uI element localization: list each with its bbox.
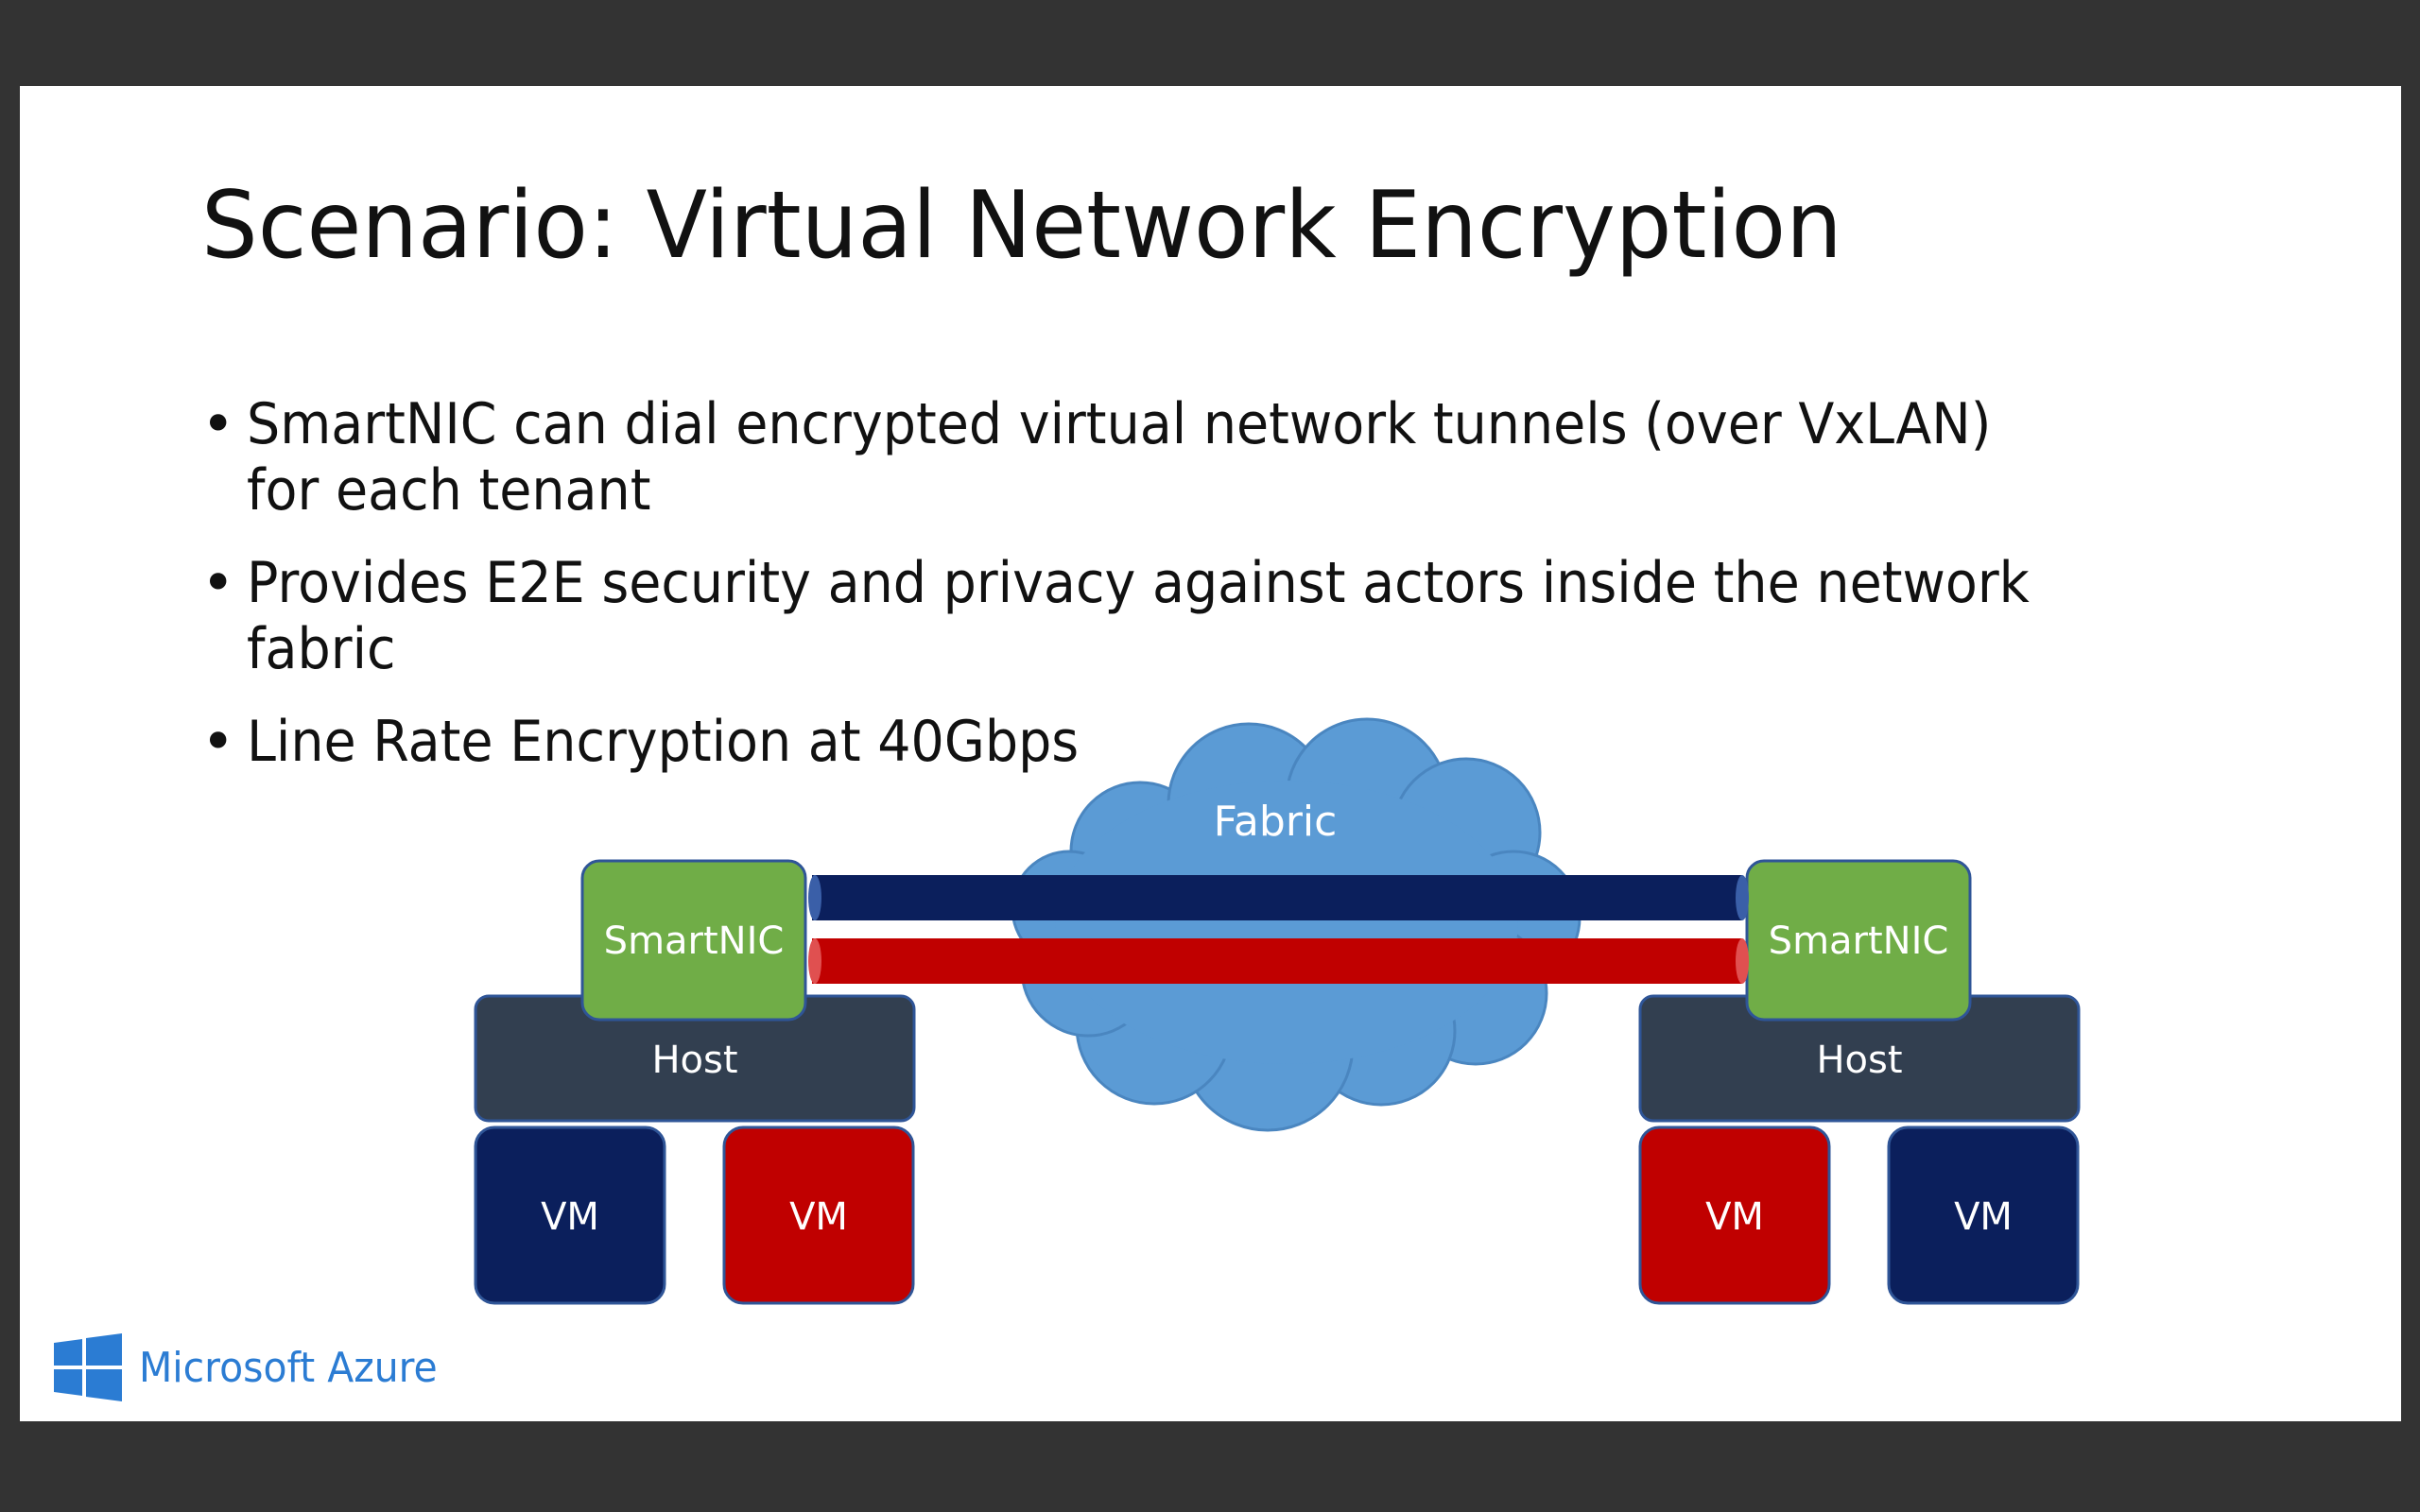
bullet-item: • Provides E2E security and privacy agai… — [201, 550, 2187, 682]
bullet-text: SmartNIC can dial encrypted virtual netw… — [247, 391, 1992, 524]
vm-label: VM — [541, 1195, 599, 1239]
red-tunnel — [808, 938, 1749, 984]
left-smartnic-label: SmartNIC — [604, 919, 785, 963]
slide-title: Scenario: Virtual Network Encryption — [201, 172, 1842, 280]
bullet-dot: • — [201, 391, 235, 457]
vm-label: VM — [1954, 1195, 2013, 1239]
slide: Scenario: Virtual Network Encryption • S… — [20, 86, 2401, 1421]
bullet-dot: • — [201, 550, 235, 616]
bullet-item: • SmartNIC can dial encrypted virtual ne… — [201, 391, 2187, 524]
bullet-list: • SmartNIC can dial encrypted virtual ne… — [201, 391, 2187, 801]
bullet-text: Provides E2E security and privacy agains… — [247, 550, 2030, 682]
left-host-label: Host — [651, 1039, 737, 1082]
bullet-text: Line Rate Encryption at 40Gbps — [247, 709, 1080, 775]
logo-text: Microsoft Azure — [139, 1343, 438, 1392]
blue-tunnel — [808, 875, 1749, 920]
microsoft-azure-logo: Microsoft Azure — [54, 1333, 460, 1401]
bullet-item: • Line Rate Encryption at 40Gbps — [201, 709, 2187, 775]
vm-label: VM — [789, 1195, 848, 1239]
left-host: Host — [474, 994, 916, 1123]
right-vm-red: VM — [1638, 1125, 1831, 1305]
vm-label: VM — [1705, 1195, 1764, 1239]
right-smartnic: SmartNIC — [1745, 859, 1972, 1022]
bullet-dot: • — [201, 709, 235, 775]
right-vm-blue: VM — [1887, 1125, 2080, 1305]
fabric-label: Fabric — [1214, 798, 1338, 846]
left-smartnic: SmartNIC — [580, 859, 807, 1022]
left-vm-red: VM — [722, 1125, 915, 1305]
right-host-label: Host — [1816, 1039, 1902, 1082]
right-smartnic-label: SmartNIC — [1769, 919, 1949, 963]
right-host: Host — [1638, 994, 2081, 1123]
left-vm-blue: VM — [474, 1125, 666, 1305]
windows-logo-icon — [54, 1333, 122, 1401]
